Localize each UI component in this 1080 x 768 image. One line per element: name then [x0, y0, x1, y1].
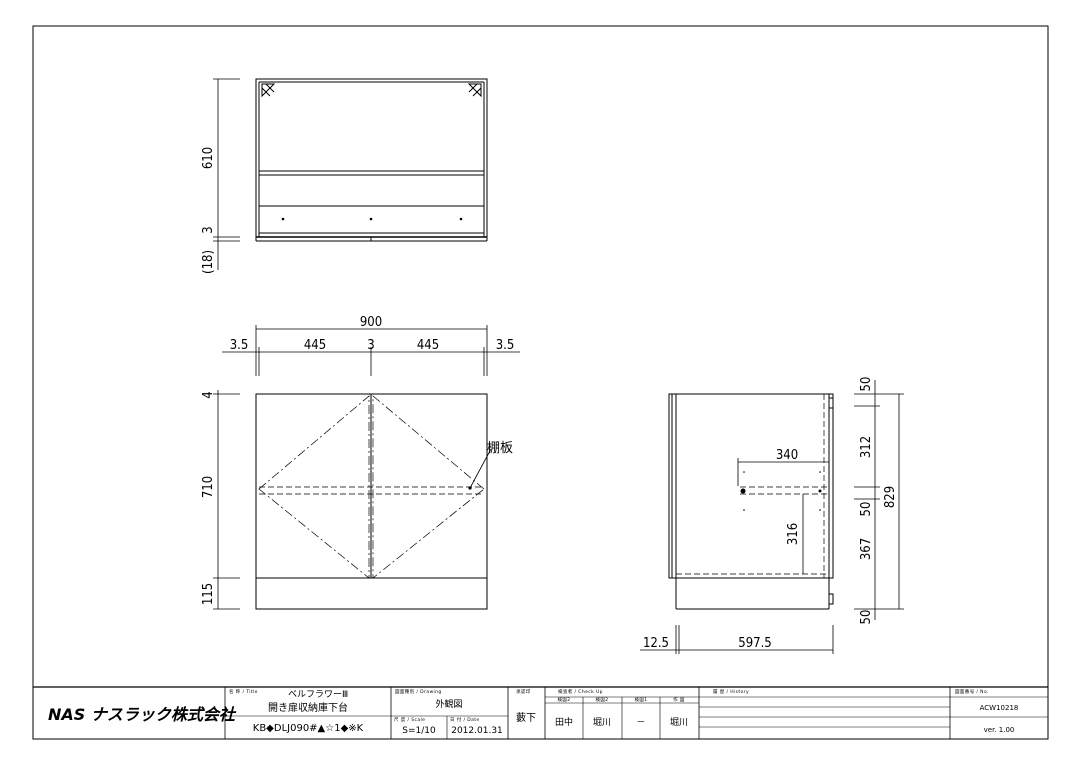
dim-front-4: 4 [201, 391, 216, 398]
history-caption: 履 歴 / History [713, 689, 749, 695]
product-name: 開き扉収納庫下台 [268, 701, 348, 714]
front-view-shelf [259, 486, 484, 495]
dim-left-gap: 3.5 [230, 338, 249, 353]
product-code: KB◆DLJ090#▲☆1◆※K [253, 723, 364, 734]
checker-2-caption: 検図2 [595, 696, 608, 703]
dim-top-depth-610: 610 [201, 147, 216, 169]
dim-side-50-bot: 50 [859, 610, 874, 625]
drawing-version: ver. 1.00 [984, 726, 1015, 734]
dim-side-depth-597-5: 597.5 [738, 636, 771, 651]
front-view-dimension-lines [213, 390, 240, 610]
title-block [33, 686, 1048, 739]
dim-top-3: 3 [201, 226, 216, 233]
top-view-dimension-lines [213, 78, 240, 270]
checker-3-caption: 検図1 [634, 696, 647, 703]
shelf-leader-line [469, 448, 492, 489]
scale-caption: 尺 度 / Scale [394, 716, 425, 723]
checkup-caption: 検査者 / Check Up [558, 688, 603, 695]
drawing-type: 外観図 [435, 698, 462, 710]
approver-name: 藪下 [516, 711, 536, 724]
dim-front-115: 115 [201, 583, 216, 605]
series-name: ベルフラワーⅢ [288, 689, 348, 700]
dim-side-367: 367 [859, 538, 874, 560]
dim-side-12-5: 12.5 [643, 636, 669, 651]
width-dimension-lines [222, 325, 520, 376]
shelf-label: 棚板 [487, 441, 513, 456]
dim-total-width-900: 900 [360, 315, 382, 330]
dim-right-door: 445 [417, 338, 439, 353]
checker-4-caption: 作 図 [673, 696, 685, 703]
checker-1-name: 田中 [555, 716, 573, 728]
title-caption: 名 称 / Title [229, 688, 258, 695]
dim-side-50-mid: 50 [859, 502, 874, 517]
checker-1-caption: 検図2 [557, 696, 570, 703]
dim-left-door: 445 [304, 338, 326, 353]
drawing-type-caption: 図面種別 / Drawing [395, 688, 442, 695]
dim-front-710: 710 [201, 476, 216, 498]
dim-side-316: 316 [786, 523, 801, 545]
side-view-dimension-lines [640, 380, 904, 654]
dim-side-312: 312 [859, 436, 874, 458]
dim-top-18: (18) [201, 250, 216, 274]
approval-caption: 承認印 [516, 688, 531, 695]
checker-4-name: 堀川 [670, 717, 688, 728]
date-value: 2012.01.31 [451, 726, 503, 736]
dim-side-height-829: 829 [883, 486, 898, 508]
company-logo: NAS ナスラック株式会社 [48, 705, 237, 724]
dim-side-340: 340 [776, 448, 798, 463]
top-view [255, 78, 488, 242]
scale-value: S=1/10 [402, 726, 436, 736]
checker-2-name: 堀川 [593, 717, 611, 728]
shelf-leader-dot [468, 486, 472, 490]
side-view-hidden-lines [676, 394, 829, 578]
sheet-border [32, 25, 1049, 740]
front-view [255, 393, 488, 610]
side-view-shelf-pins [740, 471, 822, 511]
date-caption: 日 付 / Date [450, 716, 480, 723]
dim-mid-gap: 3 [367, 338, 374, 353]
side-view [668, 393, 834, 610]
front-view-hidden-lines [258, 395, 485, 579]
drawing-number: ACW10218 [980, 704, 1019, 712]
dim-side-50-top: 50 [859, 377, 874, 392]
drawing-number-caption: 図面番号 / No. [955, 688, 989, 695]
checker-3-name: － [636, 718, 645, 728]
dim-right-gap: 3.5 [496, 338, 515, 353]
